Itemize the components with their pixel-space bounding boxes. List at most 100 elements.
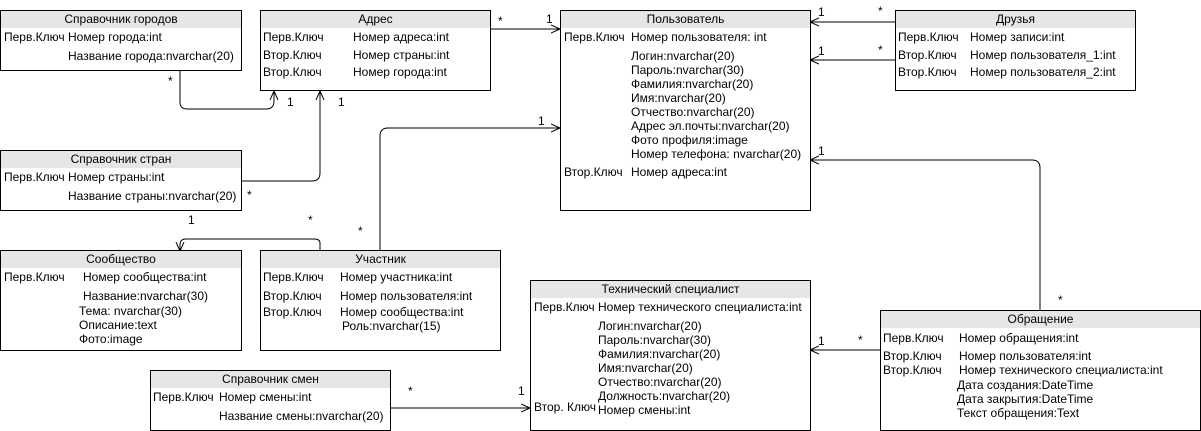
line-participant-user: [379, 128, 560, 251]
entity-tech-specialist[interactable]: Технический специалист Перв.Ключ Номер т…: [530, 280, 811, 431]
field: Фамилия:nvarchar(20): [598, 347, 721, 361]
field: Номер участника:int: [340, 270, 453, 284]
field: Номер города:int: [68, 30, 162, 44]
primary-key-label: Перв.Ключ: [263, 270, 324, 284]
mult-address-one-cities: 1: [287, 95, 294, 109]
line-participant-community: [180, 238, 321, 251]
field: Логин:nvarchar(20): [631, 49, 735, 63]
field: Название страны:nvarchar(20): [68, 189, 237, 203]
field: Номер пользователя:int: [959, 349, 1092, 363]
mult-user-one-participant: 1: [538, 114, 545, 128]
entity-shifts[interactable]: Справочник смен Перв.Ключ Номер смены:in…: [150, 370, 391, 431]
field: Описание:text: [79, 318, 157, 332]
field: Номер пользователя:int: [340, 289, 473, 303]
line-countries-address: [241, 91, 320, 182]
foreign-key-label: Втор.Ключ: [263, 289, 322, 303]
field: Название смены:nvarchar(20): [219, 409, 384, 423]
field: Номер страны:int: [68, 170, 165, 184]
field: Название города:nvarchar(20): [68, 49, 234, 63]
mult-community-one: 1: [188, 213, 195, 227]
field: Номер телефона: nvarchar(20): [631, 147, 802, 161]
line-cities-address: [179, 71, 274, 110]
entity-title: Адрес: [261, 11, 490, 28]
entity-community[interactable]: Сообщество Перв.Ключ Номер сообщества:in…: [0, 250, 242, 351]
field: Номер пользователя: int: [631, 30, 767, 44]
field: Логин:nvarchar(20): [598, 319, 702, 333]
field: Номер адреса:int: [631, 165, 727, 179]
entity-title: Справочник стран: [1, 151, 241, 168]
mult-countries-many: *: [247, 188, 252, 202]
entity-friends[interactable]: Друзья Перв.Ключ Втор.Ключ Втор.Ключ Ном…: [895, 10, 1136, 91]
mult-friends-many-2: *: [878, 43, 883, 57]
mult-user-one-friends1: 1: [818, 5, 825, 19]
entity-title: Справочник городов: [1, 11, 241, 28]
field: Должность:nvarchar(20): [598, 389, 731, 403]
entity-cities[interactable]: Справочник городов Перв.Ключ Номер город…: [0, 10, 242, 71]
field: Номер сообщества:int: [83, 270, 207, 284]
field: Пароль:nvarchar(30): [598, 333, 711, 347]
entity-title: Обращение: [881, 311, 1200, 328]
mult-cities-many: *: [168, 74, 173, 88]
field: Номер обращения:int: [959, 331, 1079, 345]
mult-address-one-countries: 1: [338, 95, 345, 109]
field: Отчество:nvarchar(20): [631, 105, 755, 119]
foreign-key-label: Втор.Ключ: [898, 65, 957, 79]
field: Номер пользователя_2:int: [970, 65, 1116, 79]
mult-tech-one-request: 1: [818, 334, 825, 348]
mult-shifts-many: *: [408, 384, 413, 398]
field: Название:nvarchar(30): [83, 289, 208, 303]
entity-user[interactable]: Пользователь Перв.Ключ Номер пользовател…: [560, 10, 811, 211]
field: Имя:nvarchar(20): [631, 91, 726, 105]
mult-request-many-tech: *: [858, 333, 863, 347]
field: Номер записи:int: [970, 30, 1065, 44]
mult-request-many-user: *: [1058, 293, 1063, 307]
entity-request[interactable]: Обращение Перв.Ключ Втор.Ключ Втор.Ключ …: [880, 310, 1201, 431]
entity-title: Участник: [261, 251, 500, 268]
foreign-key-label: Втор.Ключ: [564, 165, 623, 179]
primary-key-label: Перв.Ключ: [4, 30, 65, 44]
field: Номер сообщества:int: [340, 305, 464, 319]
field: Дата закрытия:DateTime: [957, 392, 1094, 406]
mult-user-one-address: 1: [546, 12, 553, 26]
field: Номер смены:int: [598, 403, 691, 417]
mult-user-one-request: 1: [818, 144, 825, 158]
entity-title: Справочник смен: [151, 371, 390, 388]
field: Номер технического специалиста:int: [598, 300, 802, 314]
primary-key-label: Перв.Ключ: [898, 30, 959, 44]
foreign-key-label: Втор.Ключ: [883, 363, 942, 377]
mult-tech-one-shifts: 1: [518, 384, 525, 398]
mult-participant-many-community: *: [308, 213, 313, 227]
field: Текст обращения:Text: [957, 406, 1080, 420]
foreign-key-label: Втор.Ключ: [263, 65, 322, 79]
field: Дата создания:DateTime: [957, 378, 1094, 392]
field: Отчество:nvarchar(20): [598, 375, 722, 389]
entity-participant[interactable]: Участник Перв.Ключ Втор.Ключ Втор.Ключ Н…: [260, 250, 501, 351]
field: Номер пользователя_1:int: [970, 48, 1116, 62]
entity-address[interactable]: Адрес Перв.Ключ Втор.Ключ Втор.Ключ Номе…: [260, 10, 491, 91]
field: Номер технического специалиста:int: [959, 363, 1163, 377]
mult-participant-many-user: *: [358, 224, 363, 238]
field: Номер смены:int: [219, 390, 312, 404]
primary-key-label: Перв.Ключ: [883, 331, 944, 345]
line-request-user: [810, 160, 1041, 311]
field: Адрес эл.почты:nvarchar(20): [631, 119, 790, 133]
entity-countries[interactable]: Справочник стран Перв.Ключ Номер страны:…: [0, 150, 242, 211]
field: Фото:image: [79, 332, 143, 346]
entity-title: Пользователь: [561, 11, 810, 28]
primary-key-label: Перв.Ключ: [4, 170, 65, 184]
field: Номер адреса:int: [353, 30, 449, 44]
foreign-key-label: Втор.Ключ: [898, 48, 957, 62]
field: Тема: nvarchar(30): [79, 304, 182, 318]
mult-friends-many-1: *: [878, 4, 883, 18]
field: Фото профиля:image: [631, 133, 748, 147]
entity-title: Технический специалист: [531, 281, 810, 298]
mult-user-one-friends2: 1: [818, 44, 825, 58]
entity-title: Друзья: [896, 11, 1135, 28]
mult-address-many: *: [498, 14, 503, 28]
field: Фамилия:nvarchar(20): [631, 77, 754, 91]
foreign-key-label: Втор.Ключ: [263, 48, 322, 62]
field: Номер страны:int: [353, 48, 450, 62]
foreign-key-label: Втор.Ключ: [883, 349, 942, 363]
field: Номер города:int: [353, 65, 447, 79]
